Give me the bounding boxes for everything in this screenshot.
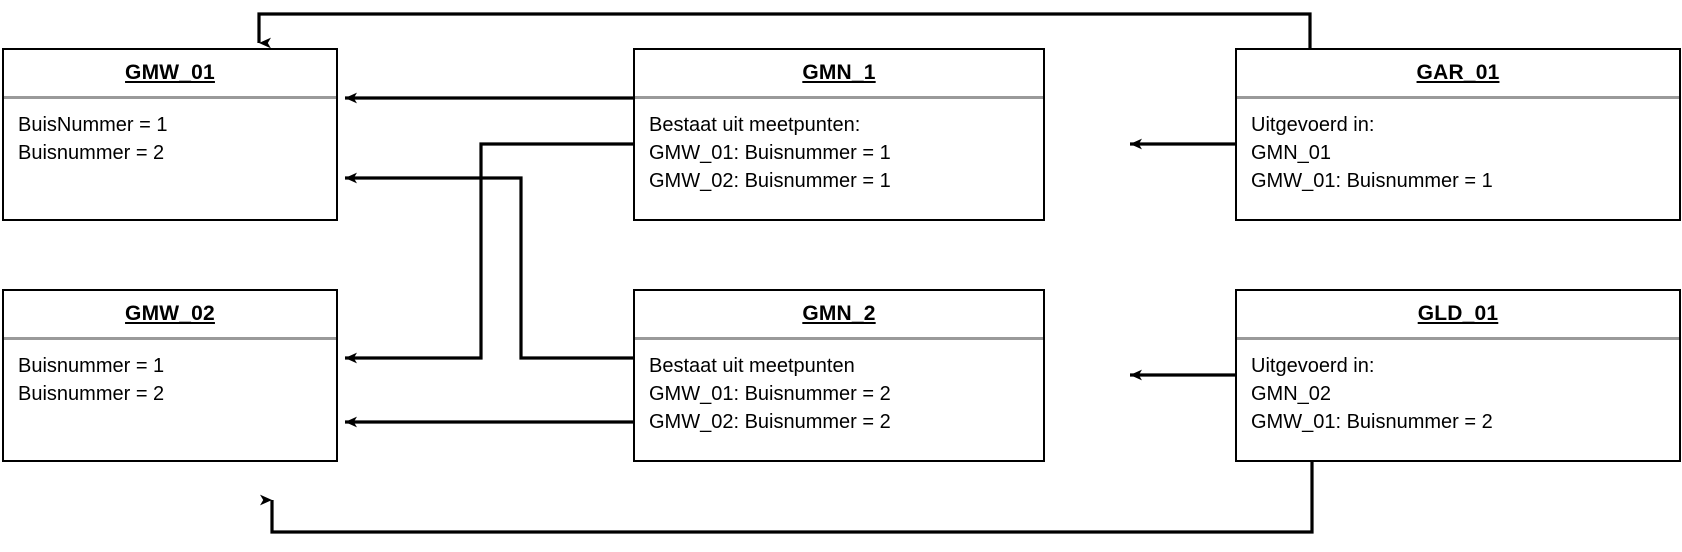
node-gld-01-line-1: Uitgevoerd in:: [1251, 355, 1375, 377]
node-gar-01[interactable]: GAR_01 Uitgevoerd in: GMN_01 GMW_01: Bui…: [1235, 48, 1681, 221]
node-gmw-01-body: BuisNummer = 1 Buisnummer = 2: [4, 99, 336, 219]
node-gar-01-body: Uitgevoerd in: GMN_01 GMW_01: Buisnummer…: [1237, 99, 1679, 219]
node-gmw-02-title: GMW_02: [125, 302, 215, 325]
node-gmn-2-header: GMN_2: [635, 291, 1043, 340]
node-gld-01-line-3: GMW_01: Buisnummer = 2: [1251, 411, 1493, 433]
node-gld-01[interactable]: GLD_01 Uitgevoerd in: GMN_02 GMW_01: Bui…: [1235, 289, 1681, 462]
node-gmn-1-title: GMN_1: [802, 61, 876, 84]
node-gar-01-header: GAR_01: [1237, 50, 1679, 99]
node-gmw-01-line-2: Buisnummer = 2: [18, 142, 165, 164]
connector-gar01-to-gmw01-top: [257, 12, 1312, 50]
node-gmn-2-line-3: GMW_02: Buisnummer = 2: [649, 411, 891, 433]
node-gmw-02[interactable]: GMW_02 Buisnummer = 1 Buisnummer = 2: [2, 289, 338, 462]
node-gmn-1-line-1: Bestaat uit meetpunten:: [649, 114, 861, 136]
node-gar-01-line-1: Uitgevoerd in:: [1251, 114, 1375, 136]
connector-gmn2-to-gmw01: [345, 172, 634, 360]
node-gmn-1-body: Bestaat uit meetpunten: GMW_01: Buisnumm…: [635, 99, 1043, 219]
node-gld-01-header: GLD_01: [1237, 291, 1679, 340]
node-gmw-01[interactable]: GMW_01 BuisNummer = 1 Buisnummer = 2: [2, 48, 338, 221]
node-gmw-02-line-1: Buisnummer = 1: [18, 355, 165, 377]
node-gmn-1-header: GMN_1: [635, 50, 1043, 99]
node-gmn-2[interactable]: GMN_2 Bestaat uit meetpunten GMW_01: Bui…: [633, 289, 1045, 462]
node-gmw-02-body: Buisnummer = 1 Buisnummer = 2: [4, 340, 336, 460]
node-gld-01-body: Uitgevoerd in: GMN_02 GMW_01: Buisnummer…: [1237, 340, 1679, 460]
node-gar-01-line-3: GMW_01: Buisnummer = 1: [1251, 170, 1493, 192]
node-gmn-2-body: Bestaat uit meetpunten GMW_01: Buisnumme…: [635, 340, 1043, 460]
node-gld-01-title: GLD_01: [1417, 302, 1499, 325]
connector-gmn1-to-gmw02: [345, 142, 634, 364]
node-gar-01-line-2: GMN_01: [1251, 142, 1332, 164]
node-gmn-1-line-3: GMW_02: Buisnummer = 1: [649, 170, 891, 192]
node-gld-01-line-2: GMN_02: [1251, 383, 1332, 405]
node-gmn-2-title: GMN_2: [802, 302, 876, 325]
node-gmn-2-line-1: Bestaat uit meetpunten: [649, 355, 855, 377]
node-gmn-1[interactable]: GMN_1 Bestaat uit meetpunten: GMW_01: Bu…: [633, 48, 1045, 221]
node-gmw-01-title: GMW_01: [125, 61, 215, 84]
node-gmn-2-line-2: GMW_01: Buisnummer = 2: [649, 383, 891, 405]
node-gmw-02-line-2: Buisnummer = 2: [18, 383, 165, 405]
node-gmw-01-line-1: BuisNummer = 1: [18, 114, 168, 136]
node-gmn-1-line-2: GMW_01: Buisnummer = 1: [649, 142, 891, 164]
node-gmw-01-header: GMW_01: [4, 50, 336, 99]
node-gmw-02-header: GMW_02: [4, 291, 336, 340]
node-gar-01-title: GAR_01: [1416, 61, 1500, 84]
connector-gld01-to-gmw02-bottom: [260, 462, 1314, 534]
